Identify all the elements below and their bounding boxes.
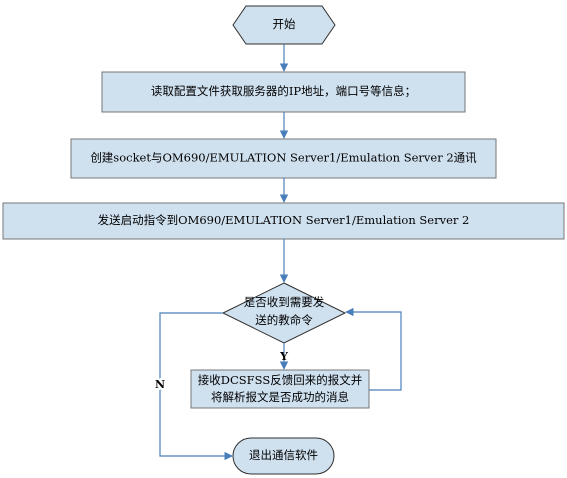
branch-yes-label: Y <box>279 350 288 363</box>
receive-feedback-label-line1: 接收DCSFSS反馈回来的报文并 <box>198 373 362 387</box>
decision-node: 是否收到需要发 送的教命令 <box>221 282 347 344</box>
start-node-label: 开始 <box>273 17 296 31</box>
read-config-step: 读取配置文件获取服务器的IP地址，端口号等信息； <box>101 71 466 113</box>
connector-loop-back-to-decision <box>345 307 402 391</box>
branch-no-label: N <box>155 378 165 391</box>
send-start-box <box>2 202 565 240</box>
send-start-label: 发送启动指令到OM690/EMULATION Server1/Emulation… <box>98 213 470 227</box>
create-socket-label: 创建socket与OM690/EMULATION Server1/Emulati… <box>90 151 477 165</box>
read-config-label: 读取配置文件获取服务器的IP地址，端口号等信息； <box>151 84 416 98</box>
start-node: 开始 <box>232 5 336 45</box>
send-start-step: 发送启动指令到OM690/EMULATION Server1/Emulation… <box>2 202 565 240</box>
decision-label-line1: 是否收到需要发 <box>244 295 325 309</box>
end-terminator-shape <box>232 437 335 475</box>
create-socket-step: 创建socket与OM690/EMULATION Server1/Emulati… <box>70 138 497 179</box>
receive-feedback-label-line2: 将解析报文是否成功的消息 <box>211 390 349 404</box>
decision-label-line2: 送的教命令 <box>255 313 313 327</box>
receive-feedback-step: 接收DCSFSS反馈回来的报文并 将解析报文是否成功的消息 <box>190 369 370 409</box>
receive-feedback-box <box>190 369 370 409</box>
connector-decision-no-to-end <box>159 312 233 461</box>
read-config-box <box>101 71 466 113</box>
start-hexagon-shape <box>232 5 336 45</box>
create-socket-box <box>70 138 497 179</box>
end-node: 退出通信软件 <box>232 437 335 475</box>
end-node-label: 退出通信软件 <box>249 448 318 462</box>
